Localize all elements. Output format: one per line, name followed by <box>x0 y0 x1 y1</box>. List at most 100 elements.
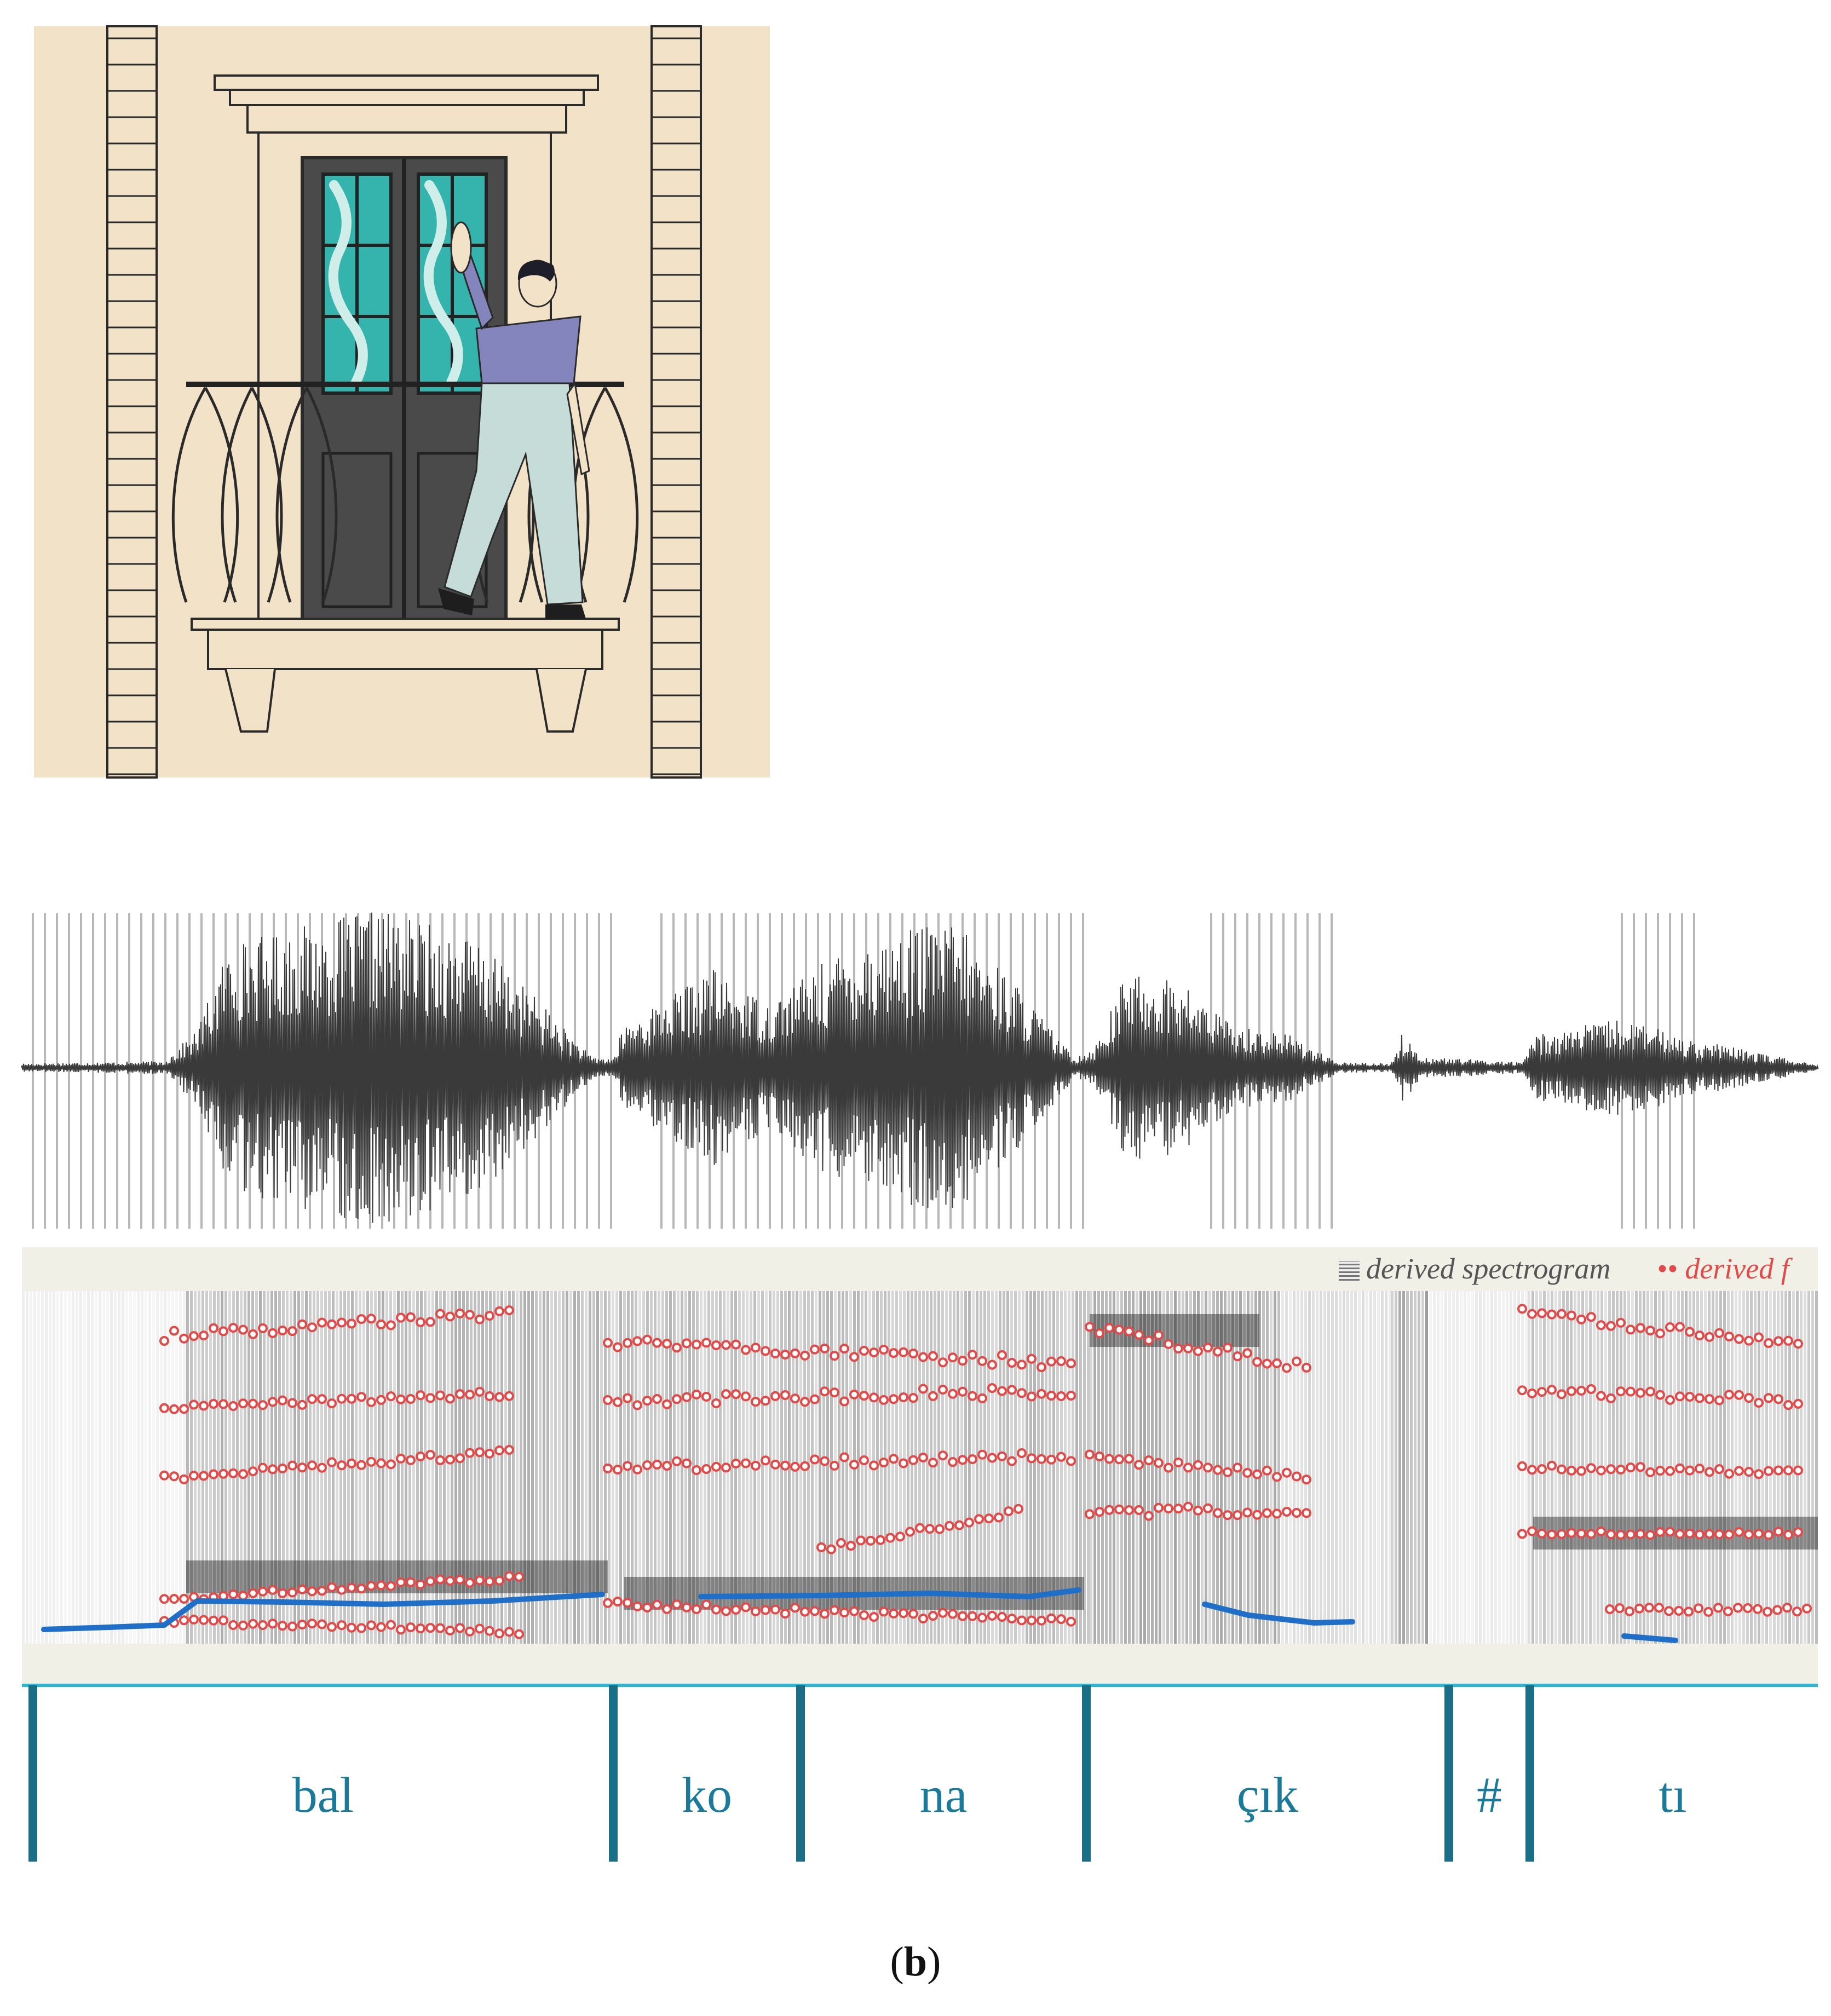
formant-point <box>248 1588 258 1598</box>
spectrogram-column <box>914 1291 917 1644</box>
spectrogram-column <box>1471 1291 1474 1644</box>
spectrogram-column <box>968 1291 971 1644</box>
spectrogram-column <box>987 1291 990 1644</box>
spectrogram-column <box>114 1291 117 1644</box>
syllable-label: tı <box>1659 1767 1687 1823</box>
pilaster-outline <box>106 25 158 779</box>
spectrogram-column <box>1045 1291 1047 1644</box>
formant-point <box>1606 1321 1616 1331</box>
legend-spectrogram-label: derived spectrogram <box>1366 1252 1611 1285</box>
spectrogram-column <box>405 1291 407 1644</box>
formant-point <box>1262 1358 1272 1369</box>
spectrogram-column <box>815 1291 817 1644</box>
formant-point <box>859 1455 869 1466</box>
formant-point <box>485 1626 494 1636</box>
spectrogram-column <box>447 1291 450 1644</box>
formant-point <box>987 1610 997 1621</box>
spectrogram-column <box>1437 1291 1440 1644</box>
spectrogram-column <box>164 1291 166 1644</box>
formant-point <box>1636 1529 1645 1539</box>
formant-point <box>396 1453 406 1464</box>
spectrogram-column <box>1673 1291 1676 1644</box>
formant-point <box>179 1593 189 1604</box>
formant-point <box>1124 1505 1134 1516</box>
formant-point <box>1203 1503 1213 1513</box>
spectrogram-column <box>439 1291 442 1644</box>
formant-point <box>632 1336 642 1346</box>
spectrogram-column <box>1510 1291 1512 1644</box>
spectrogram-column <box>1448 1291 1451 1644</box>
formant-point <box>721 1389 731 1399</box>
spectrogram-column <box>999 1291 1001 1644</box>
formant-point <box>159 1403 169 1413</box>
formant-point <box>1685 1392 1695 1402</box>
formant-point <box>1134 1460 1144 1470</box>
spectrogram-column <box>1182 1291 1184 1644</box>
spectrogram-column <box>1178 1291 1181 1644</box>
spectrogram-column <box>179 1291 182 1644</box>
formant-point <box>908 1348 918 1358</box>
formant-point <box>1576 1466 1586 1476</box>
spectrogram-column <box>1072 1291 1074 1644</box>
formant-point <box>1733 1603 1743 1613</box>
spectrogram-column <box>156 1291 159 1644</box>
man-hair <box>517 260 555 281</box>
spectrogram-column <box>1064 1291 1067 1644</box>
formant-point <box>810 1454 820 1465</box>
formant-point <box>1223 1467 1233 1477</box>
formant-point <box>258 1462 268 1473</box>
formant-point <box>731 1458 741 1468</box>
spectrogram-column <box>1373 1291 1376 1644</box>
formant-point <box>889 1394 899 1404</box>
formant-point <box>1144 1335 1154 1346</box>
pitch-segment <box>1621 1633 1678 1643</box>
spectrogram-column <box>76 1291 78 1644</box>
formant-point <box>876 1535 885 1545</box>
formant-point <box>1625 1606 1634 1616</box>
formant-point <box>751 1343 761 1353</box>
formant-point <box>948 1457 958 1467</box>
formant-point <box>494 1306 504 1316</box>
spectrogram-column <box>1406 1291 1409 1644</box>
formant-point <box>958 1386 968 1397</box>
formant-point <box>327 1622 337 1632</box>
formant-point <box>1242 1507 1252 1518</box>
formant-point <box>1576 1528 1586 1539</box>
spectrogram-column <box>1105 1291 1108 1644</box>
formant-point <box>317 1317 327 1328</box>
formant-point <box>396 1312 406 1323</box>
formant-point <box>1764 1466 1774 1476</box>
spectrogram-column <box>458 1291 461 1644</box>
formant-point <box>396 1577 406 1587</box>
formant-point <box>1655 1390 1665 1400</box>
spectrogram-column <box>1513 1291 1516 1644</box>
formant-point <box>1302 1362 1311 1373</box>
formant-point <box>1724 1468 1734 1479</box>
formant-point <box>1007 1614 1017 1624</box>
formant-point <box>1685 1465 1695 1476</box>
formant-point <box>1517 1304 1527 1314</box>
spectrogram-column <box>673 1291 676 1644</box>
formant-point <box>613 1465 623 1475</box>
formant-point <box>1213 1465 1223 1475</box>
spectrogram-column <box>554 1291 557 1644</box>
formant-point <box>1557 1389 1567 1399</box>
formant-point <box>465 1626 475 1637</box>
spectrogram-column <box>1254 1291 1257 1644</box>
formant-point <box>997 1611 1007 1622</box>
spectrogram-column <box>1083 1291 1086 1644</box>
spectrogram-column <box>102 1291 105 1644</box>
spectrogram-column <box>1041 1291 1044 1644</box>
formant-point <box>1705 1332 1714 1342</box>
formant-point <box>968 1454 977 1465</box>
spectrogram-column <box>1742 1291 1745 1644</box>
spectrogram-column <box>512 1291 515 1644</box>
formant-point <box>958 1455 968 1465</box>
spectrogram-column <box>949 1291 952 1644</box>
formant-point <box>1557 1309 1567 1319</box>
formant-point <box>356 1583 366 1594</box>
formant-point <box>948 1389 958 1399</box>
formant-point <box>1626 1462 1636 1473</box>
formant-point <box>997 1350 1007 1360</box>
formant-point <box>1095 1451 1104 1462</box>
